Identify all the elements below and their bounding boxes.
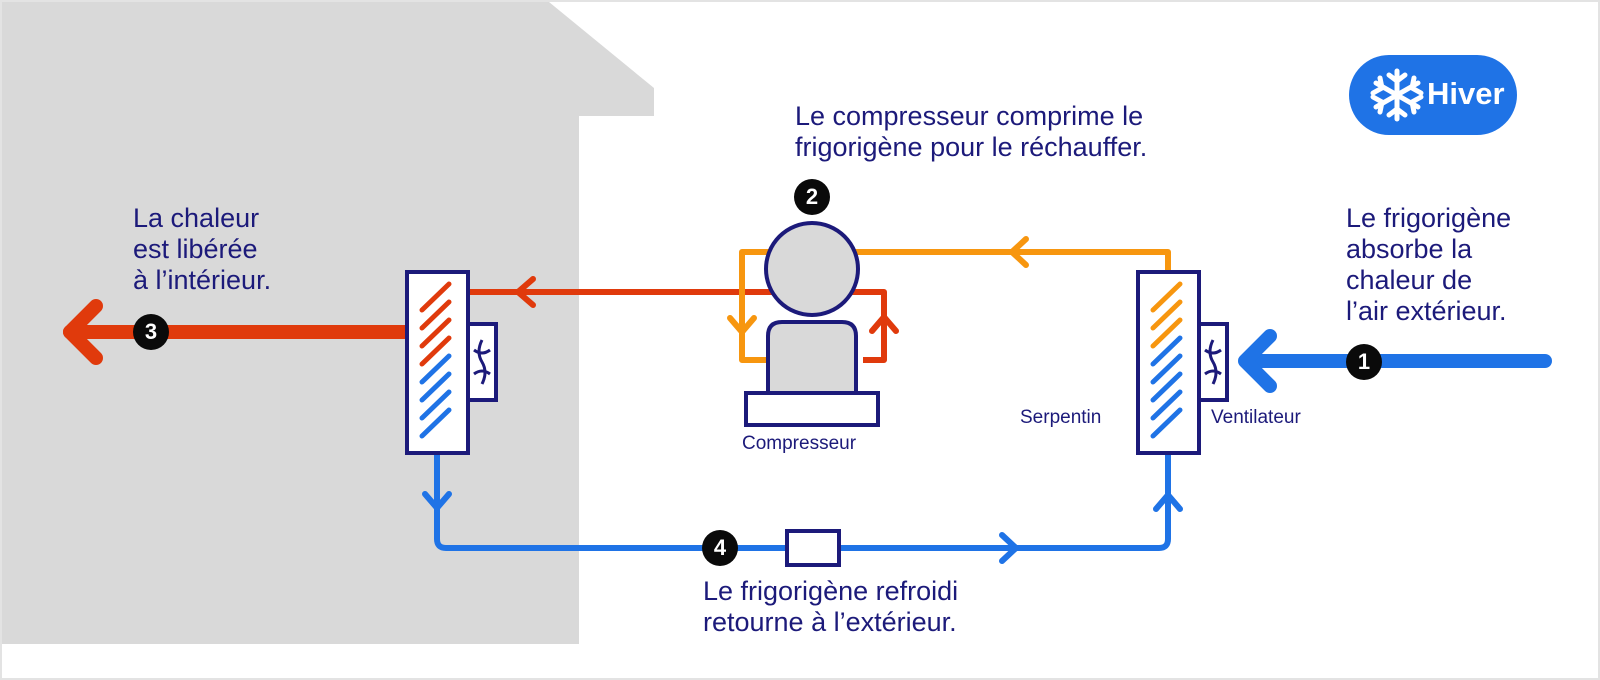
hot-line-up-arrow bbox=[869, 314, 899, 334]
expansion-valve bbox=[785, 529, 841, 567]
cold-line-up-arrow bbox=[1153, 492, 1183, 512]
hot-refrigerant-line bbox=[466, 289, 887, 363]
warm-line-arrow bbox=[1009, 236, 1029, 268]
step-3-text: La chaleur est libérée à l’intérieur. bbox=[133, 203, 272, 295]
compressor-label: Compresseur bbox=[742, 433, 857, 454]
indoor-heat-arrowhead bbox=[63, 299, 103, 365]
cold-line-down-arrow bbox=[422, 491, 452, 511]
season-badge: Hiver bbox=[1349, 55, 1517, 135]
step-4-text: Le frigorigène refroidi retourne à l’ext… bbox=[703, 576, 959, 637]
step-1-text: Le frigorigène absorbe la chaleur de l’a… bbox=[1346, 203, 1512, 326]
fan-label: Ventilateur bbox=[1211, 407, 1301, 428]
step-4-badge: 4 bbox=[702, 530, 738, 566]
compressor bbox=[744, 221, 880, 427]
step-1-badge: 1 bbox=[1346, 344, 1382, 380]
outdoor-air-arrowhead bbox=[1238, 329, 1277, 393]
house-silhouette bbox=[2, 2, 654, 644]
snowflake-icon bbox=[1369, 67, 1425, 128]
step-2-text: Le compresseur comprime le frigorigène p… bbox=[795, 101, 1148, 162]
indoor-fan bbox=[466, 322, 498, 402]
coil-label: Serpentin bbox=[1020, 407, 1102, 428]
warm-refrigerant-line bbox=[739, 249, 1171, 363]
step-3-badge: 3 bbox=[133, 314, 169, 350]
outdoor-coil bbox=[1136, 270, 1201, 455]
outdoor-fan bbox=[1197, 322, 1229, 402]
indoor-coil bbox=[405, 270, 470, 455]
cold-line-right-arrow bbox=[999, 532, 1019, 564]
step-2-badge: 2 bbox=[794, 179, 830, 215]
season-label: Hiver bbox=[1427, 76, 1505, 111]
warm-line-down-arrow bbox=[727, 315, 757, 335]
hot-line-arrow bbox=[515, 276, 536, 308]
